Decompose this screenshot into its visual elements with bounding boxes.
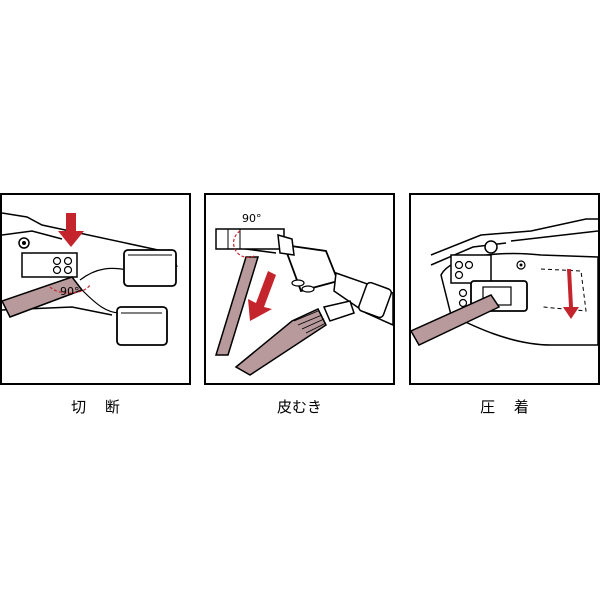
stripping-caption: 皮むき (276, 398, 322, 416)
crimping-illustration (411, 218, 598, 346)
stripping-illustration: 90° (214, 212, 393, 376)
connector-lower (116, 306, 168, 346)
angle-label: 90° (60, 285, 80, 298)
stripping-step-panel: 90° (204, 193, 395, 385)
down-arrow-icon (563, 269, 579, 319)
cutting-step-panel: 90° (0, 193, 191, 385)
connector-upper (123, 249, 177, 287)
flat-cable (214, 256, 260, 356)
crimping-caption: 圧 着 (480, 398, 529, 416)
stripped-cable (234, 308, 327, 376)
cutting-caption: 切 断 (71, 398, 120, 416)
down-arrow-icon (58, 213, 84, 247)
down-left-arrow-icon (248, 271, 276, 321)
cutting-illustration: 90° (2, 212, 178, 346)
crimping-step-panel (409, 193, 600, 385)
angle-label: 90° (242, 212, 262, 225)
flat-cable (411, 294, 501, 346)
